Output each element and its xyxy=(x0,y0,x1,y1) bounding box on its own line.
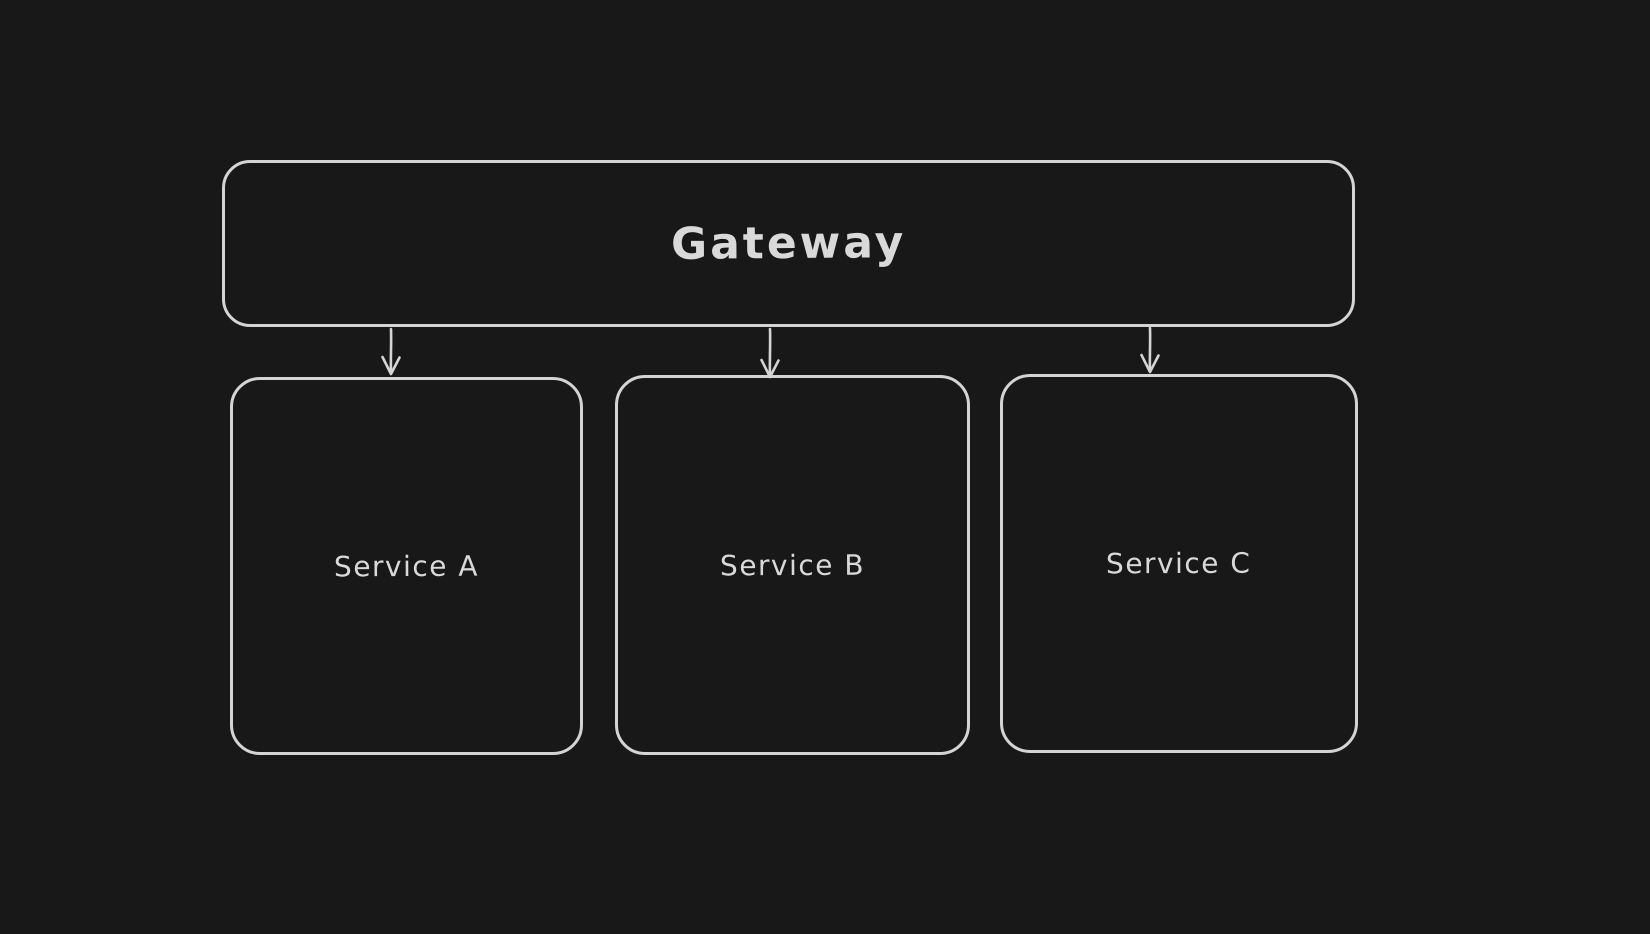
arrow-gateway-to-service-b xyxy=(760,327,780,379)
node-service-a: Service A xyxy=(230,377,583,755)
node-service-b-label: Service B xyxy=(719,548,866,582)
node-service-b: Service B xyxy=(615,375,970,755)
node-service-a-label: Service A xyxy=(333,549,480,583)
node-service-c: Service C xyxy=(1000,374,1358,753)
arrow-gateway-to-service-a xyxy=(381,327,401,376)
node-service-c-label: Service C xyxy=(1106,546,1252,581)
node-gateway-label: Gateway xyxy=(670,217,907,270)
node-gateway: Gateway xyxy=(222,160,1355,327)
arrow-gateway-to-service-c xyxy=(1140,326,1160,374)
